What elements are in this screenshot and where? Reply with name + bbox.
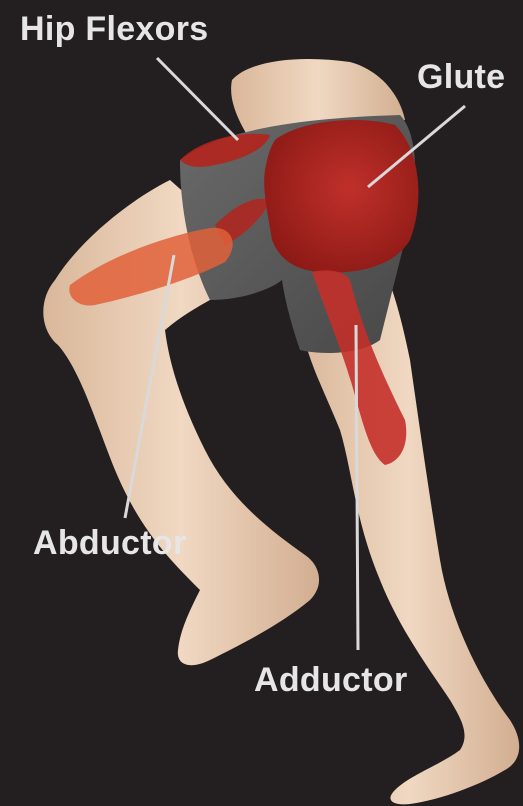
glute-label: Glute [417,60,505,94]
abductor-label: Abductor [33,526,187,560]
hip-flexors-label: Hip Flexors [20,12,208,46]
adductor-label: Adductor [254,663,408,697]
glute-region [264,120,418,273]
adductor-leader [356,325,358,650]
hip-flexors-leader [157,58,238,140]
